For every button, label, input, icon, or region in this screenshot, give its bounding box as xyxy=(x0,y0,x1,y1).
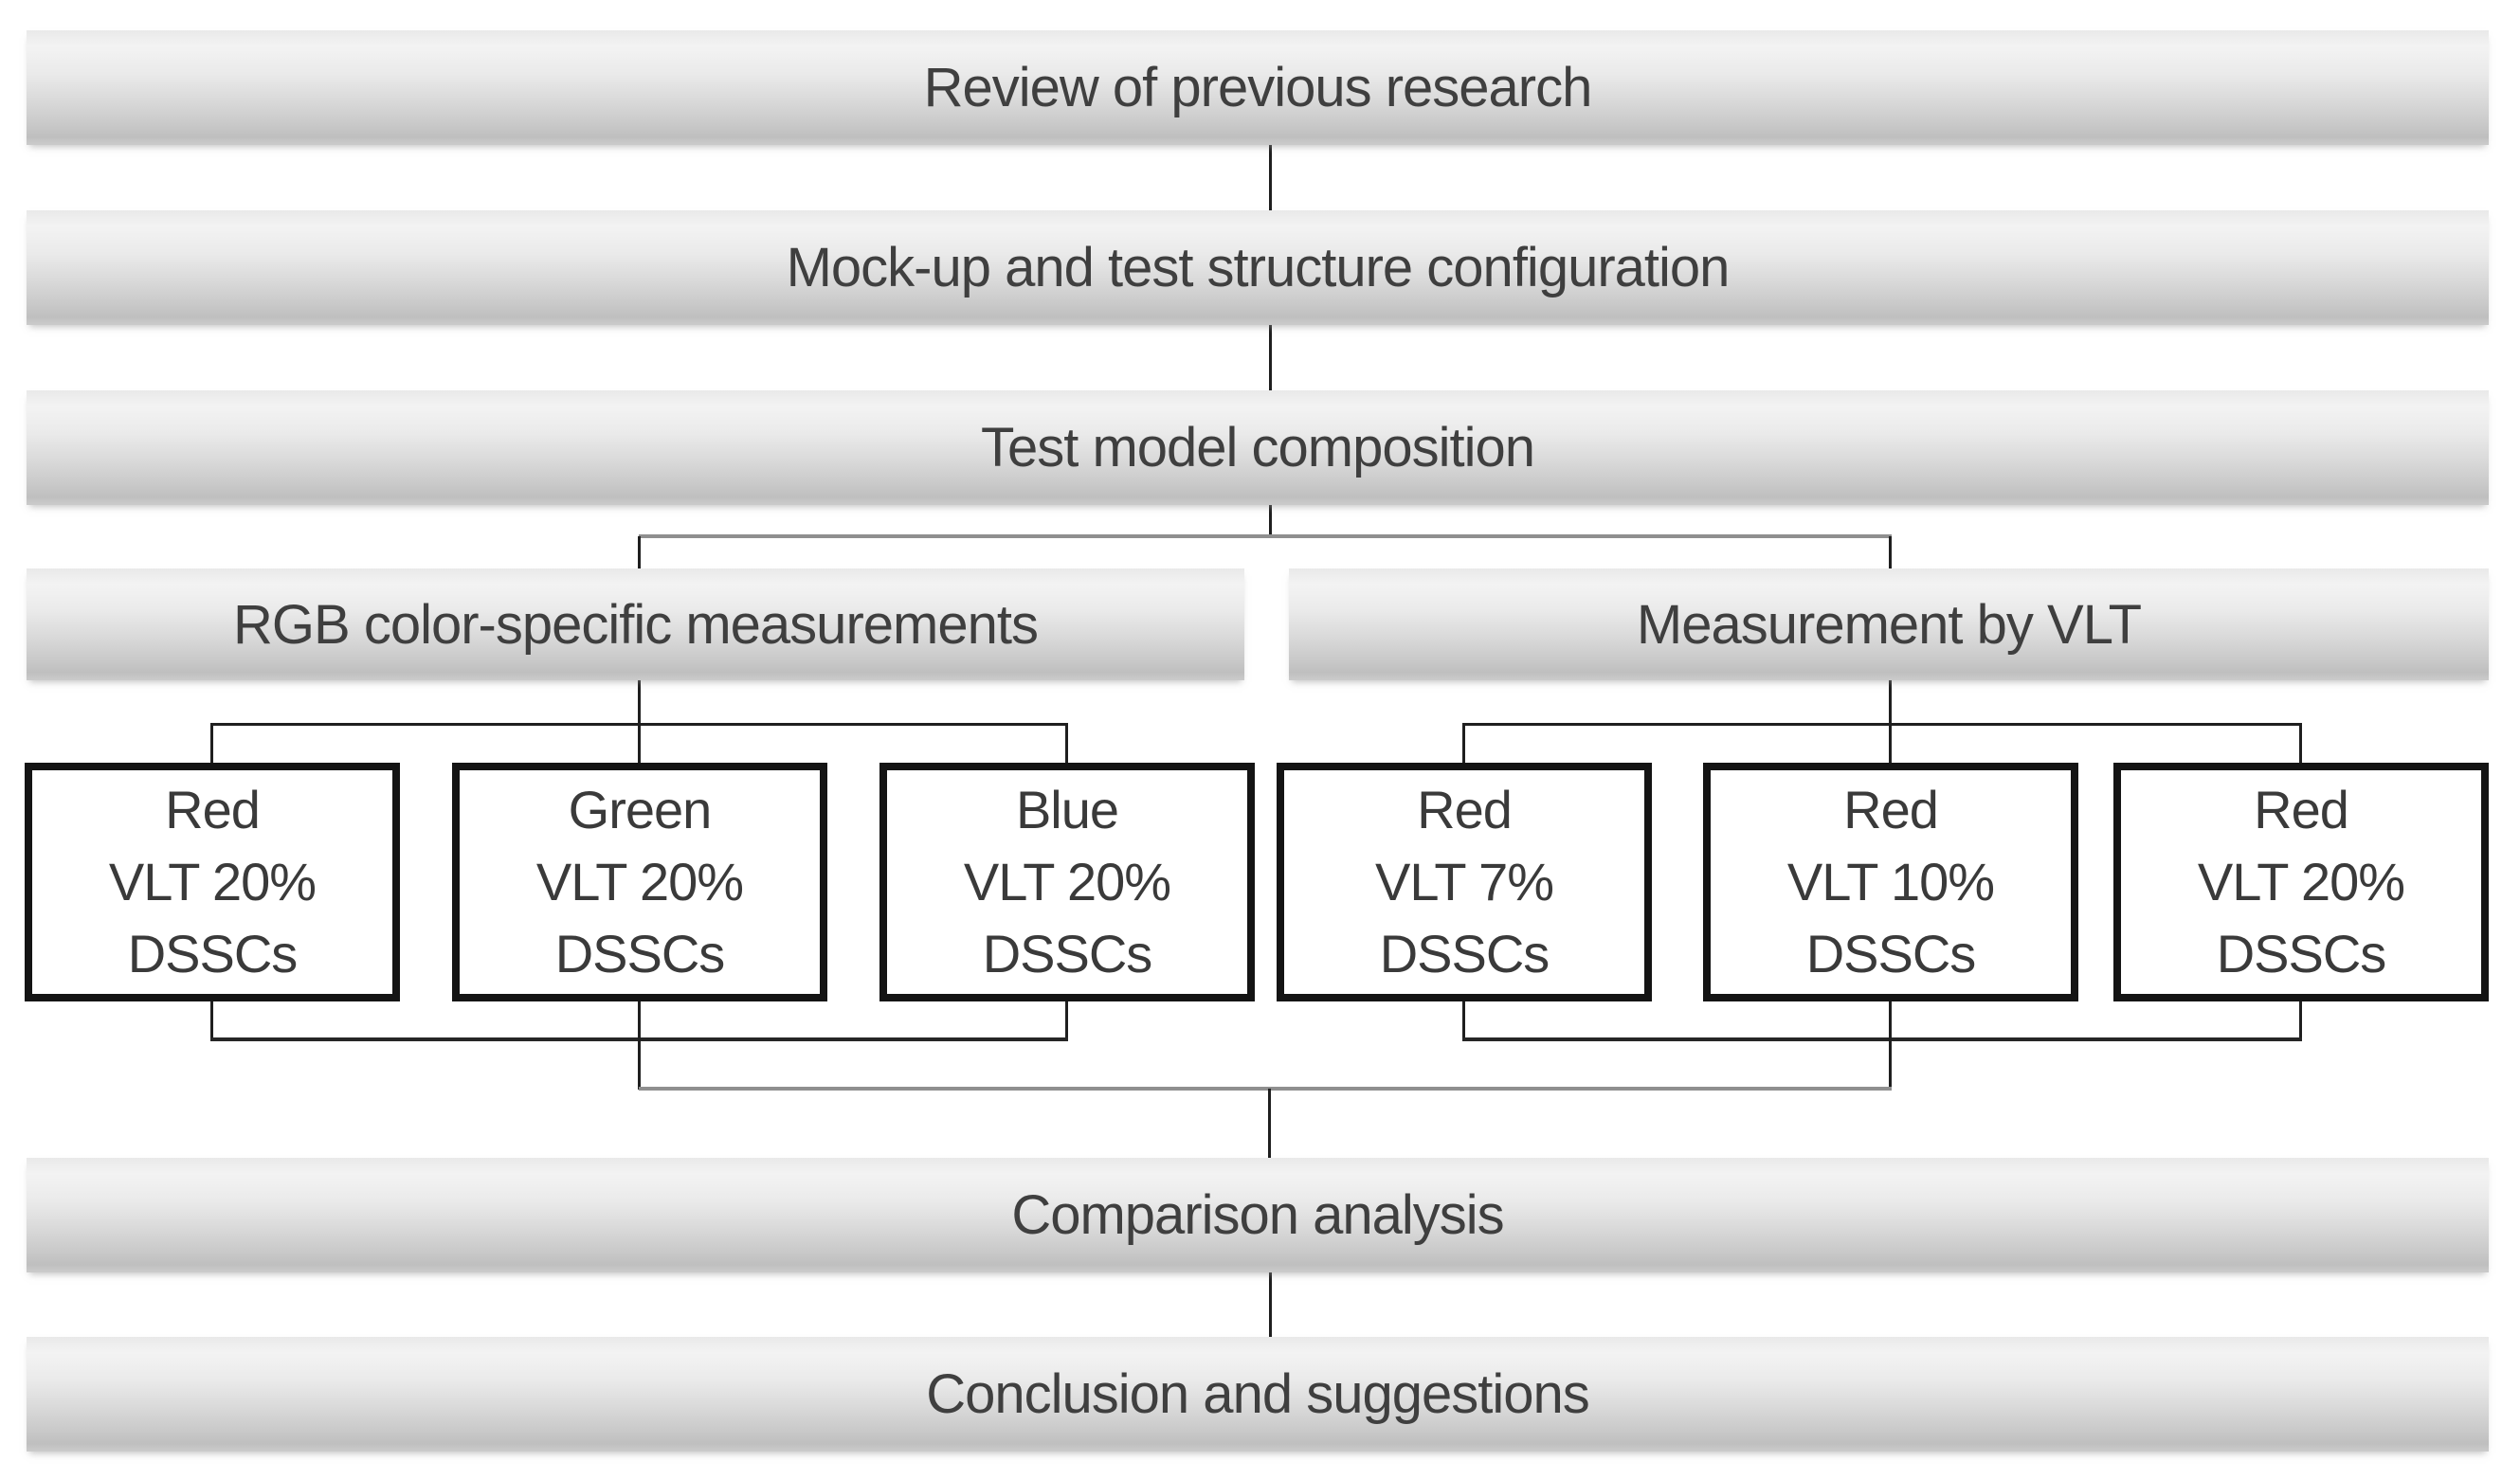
stage-label: Comparison analysis xyxy=(1011,1184,1504,1246)
dssc-box-red-vlt10: Red VLT 10% DSSCs xyxy=(1703,763,2078,1001)
dssc-box-green-vlt20: Green VLT 20% DSSCs xyxy=(452,763,827,1001)
box-vlt-line: VLT 20% xyxy=(2197,852,2405,911)
group-merge-line xyxy=(639,1087,1892,1091)
stub-to-box-red7 xyxy=(1462,723,1465,763)
branch-label: RGB color-specific measurements xyxy=(233,593,1039,656)
box-type-line: DSSCs xyxy=(554,924,726,983)
connector-merge-comparison xyxy=(1268,1089,1271,1158)
merge-center-right xyxy=(1889,1000,1892,1090)
box-vlt-line: VLT 20% xyxy=(535,852,744,911)
connector-rightheader-bracket xyxy=(1889,678,1892,763)
stage-bar-testmodel: Test model composition xyxy=(27,390,2489,505)
box-color-line: Green xyxy=(568,780,713,839)
merge-stub-red20 xyxy=(210,1000,213,1039)
right-merge-bracket xyxy=(1462,1037,2302,1041)
stage-bar-comparison: Comparison analysis xyxy=(27,1158,2489,1272)
box-type-line: DSSCs xyxy=(982,924,1153,983)
stage-label: Mock-up and test structure configuration xyxy=(786,237,1731,298)
box-type-line: DSSCs xyxy=(1379,924,1550,983)
box-color-line: Blue xyxy=(1015,780,1119,839)
stub-to-box-red20 xyxy=(210,723,213,763)
stub-to-box-red20b xyxy=(2299,723,2302,763)
merge-center-left xyxy=(638,1000,641,1090)
branch-split-line xyxy=(639,534,1892,538)
stage-label: Review of previous research xyxy=(923,57,1593,118)
connector-mockup-testmodel xyxy=(1269,324,1272,391)
connector-testmodel-split xyxy=(1269,505,1272,537)
box-type-line: DSSCs xyxy=(127,924,299,983)
stage-bar-conclusion: Conclusion and suggestions xyxy=(27,1337,2489,1452)
connector-split-left-branch xyxy=(638,536,641,570)
dssc-box-red-vlt7: Red VLT 7% DSSCs xyxy=(1277,763,1652,1001)
branch-label: Measurement by VLT xyxy=(1636,593,2142,656)
stage-label: Test model composition xyxy=(980,417,1535,478)
stage-bar-mockup: Mock-up and test structure configuration xyxy=(27,210,2489,325)
right-fanout-bracket xyxy=(1462,723,2302,726)
box-vlt-line: VLT 10% xyxy=(1786,852,1995,911)
left-fanout-bracket xyxy=(210,723,1068,726)
stage-label: Conclusion and suggestions xyxy=(926,1363,1589,1425)
merge-stub-blue20 xyxy=(1065,1000,1068,1039)
dssc-box-blue-vlt20: Blue VLT 20% DSSCs xyxy=(879,763,1255,1001)
box-vlt-line: VLT 20% xyxy=(108,852,317,911)
branch-bar-rgb-measurements: RGB color-specific measurements xyxy=(27,568,1244,680)
box-vlt-line: VLT 7% xyxy=(1374,852,1554,911)
branch-bar-vlt-measurement: Measurement by VLT xyxy=(1289,568,2489,680)
merge-stub-red7 xyxy=(1462,1000,1465,1039)
box-color-line: Red xyxy=(1417,780,1513,839)
connector-split-right-branch xyxy=(1889,536,1892,570)
box-vlt-line: VLT 20% xyxy=(963,852,1171,911)
connector-leftheader-bracket xyxy=(638,678,641,763)
box-type-line: DSSCs xyxy=(2216,924,2387,983)
box-color-line: Red xyxy=(1843,780,1939,839)
box-type-line: DSSCs xyxy=(1805,924,1977,983)
stub-to-box-blue20 xyxy=(1065,723,1068,763)
stage-bar-review: Review of previous research xyxy=(27,30,2489,145)
dssc-box-red-vlt20b: Red VLT 20% DSSCs xyxy=(2113,763,2489,1001)
box-color-line: Red xyxy=(165,780,261,839)
box-color-line: Red xyxy=(2254,780,2349,839)
dssc-box-red-vlt20: Red VLT 20% DSSCs xyxy=(25,763,400,1001)
connector-review-mockup xyxy=(1269,145,1272,211)
connector-comparison-conclusion xyxy=(1269,1272,1272,1338)
merge-stub-red20b xyxy=(2299,1000,2302,1039)
